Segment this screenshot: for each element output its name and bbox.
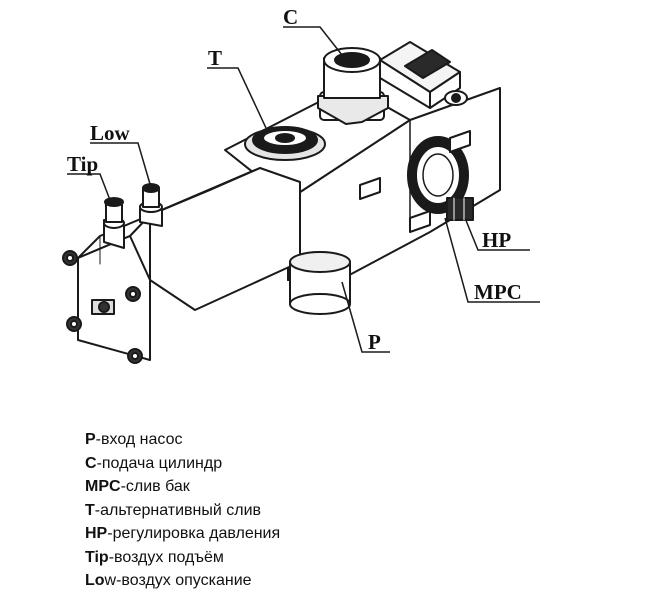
callout-hp: HP [482, 228, 511, 252]
stud-pins [359, 130, 471, 233]
legend-code: C [85, 454, 97, 472]
callout-c: C [283, 5, 298, 29]
leader-p [341, 281, 390, 353]
legend-item: MPC-слив бак [85, 475, 280, 499]
legend-text: -вход насос [95, 431, 183, 448]
legend-text: -воздух подъём [108, 548, 224, 566]
port-hp-adjuster [446, 197, 474, 221]
legend-item: C-подача цилиндр [85, 452, 280, 476]
legend-text: -слив бак [120, 478, 190, 495]
end-fitting [91, 299, 115, 315]
callout-t: T [208, 46, 222, 70]
legend-text: w-воздух опускание [104, 572, 252, 589]
legend-code: Lo [85, 572, 105, 589]
port-legend: P-вход насос C-подача цилиндр MPC-слив б… [85, 428, 280, 593]
legend-code: Tip [85, 548, 109, 566]
leader-c [283, 26, 343, 56]
tip-air-fitting [103, 197, 125, 249]
leader-hp [464, 217, 530, 251]
legend-item: Tip-воздух подъём [85, 546, 280, 570]
end-cap-bolts [62, 250, 143, 364]
legend-code: MPC [85, 478, 121, 495]
port-p-fitting [289, 251, 351, 315]
legend-item: Low-воздух опускание [85, 569, 280, 593]
leader-tip [67, 173, 111, 201]
legend-item: T-альтернативный слив [85, 499, 280, 523]
low-air-fitting [139, 183, 163, 227]
port-c-fitting [317, 47, 389, 125]
cylinder-housing [77, 167, 301, 361]
legend-code: HP [85, 525, 108, 542]
leader-low [90, 142, 151, 185]
callout-p: P [368, 330, 381, 354]
legend-item: P-вход насос [85, 428, 280, 452]
port-t-plug [244, 126, 326, 161]
legend-text: -альтернативный слив [94, 501, 262, 519]
legend-code: T [85, 501, 95, 519]
callout-low: Low [90, 121, 131, 145]
leader-lines [67, 26, 540, 353]
callout-mpc: MPC [474, 280, 522, 304]
valve-drawing: C T Low Tip HP MPC P [62, 5, 540, 364]
leader-t [207, 67, 267, 129]
legend-code: P [85, 431, 96, 448]
callout-tip: Tip [67, 152, 98, 176]
legend-text: -регулировка давления [107, 525, 281, 542]
leader-mpc [444, 217, 540, 303]
legend-item: HP-регулировка давления [85, 522, 280, 546]
legend-text: -подача цилиндр [96, 454, 223, 472]
port-mpc [407, 90, 469, 214]
